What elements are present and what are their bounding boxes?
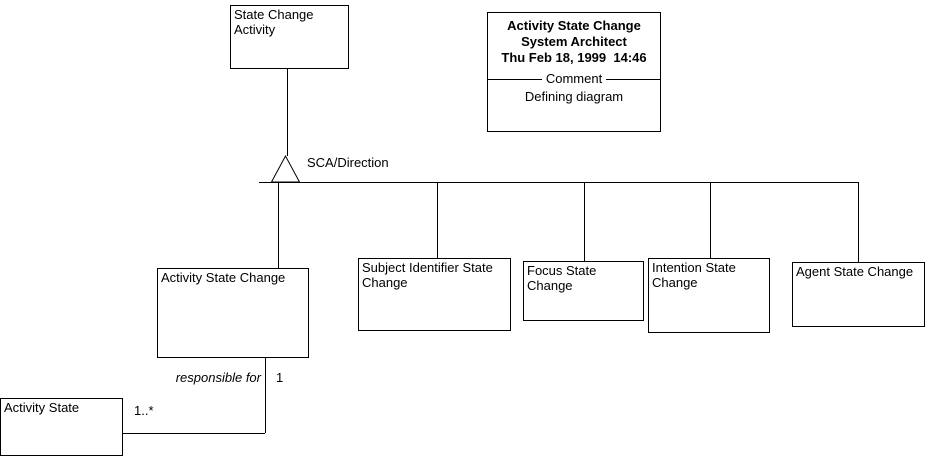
node-label: State Change Activity [234, 7, 314, 37]
node-subject-identifier-state-change[interactable]: Subject Identifier State Change [358, 258, 511, 331]
node-state-change-activity[interactable]: State Change Activity [230, 5, 349, 69]
node-label: Agent State Change [796, 264, 914, 279]
generalization-triangle-icon [270, 154, 301, 183]
association-name-label: responsible for [175, 370, 261, 385]
node-intention-state-change[interactable]: Intention State Change [648, 258, 770, 333]
multiplicity-parent-label: 1 [276, 370, 284, 385]
comment-title: Activity State Change [507, 18, 641, 33]
connector-to-activity-state-change [278, 183, 279, 268]
connector-to-subject-identifier-state-change [437, 183, 438, 258]
connector-to-intention-state-change [710, 183, 711, 258]
node-label: Intention State Change [652, 260, 736, 290]
node-label: Activity State [4, 400, 80, 415]
connector-parent-to-triangle [287, 69, 288, 156]
connector-to-agent-state-change [858, 183, 859, 262]
node-label: Activity State Change [161, 270, 286, 285]
comment-divider: Comment [488, 71, 661, 86]
comment-divider-label: Comment [545, 71, 603, 86]
node-label: Focus State Change [527, 263, 597, 293]
connector-to-focus-state-change [584, 183, 585, 261]
generalization-label: SCA/Direction [307, 155, 389, 170]
divider-rule-right [606, 78, 661, 80]
multiplicity-child-label: 1..* [134, 403, 154, 418]
node-agent-state-change[interactable]: Agent State Change [792, 262, 925, 327]
divider-rule-left [488, 78, 542, 80]
association-line-horizontal [122, 433, 265, 434]
node-label: Subject Identifier State Change [362, 260, 493, 290]
comment-box[interactable]: Activity State Change System Architect T… [487, 12, 661, 132]
node-activity-state-change[interactable]: Activity State Change [157, 268, 309, 358]
generalization-bus-line [259, 182, 859, 183]
comment-timestamp: Thu Feb 18, 1999 14:46 [501, 50, 647, 65]
node-activity-state[interactable]: Activity State [0, 398, 123, 456]
comment-subtitle: System Architect [521, 34, 627, 49]
comment-body: Defining diagram [524, 89, 624, 104]
node-focus-state-change[interactable]: Focus State Change [523, 261, 644, 321]
association-line-vertical [265, 357, 266, 433]
